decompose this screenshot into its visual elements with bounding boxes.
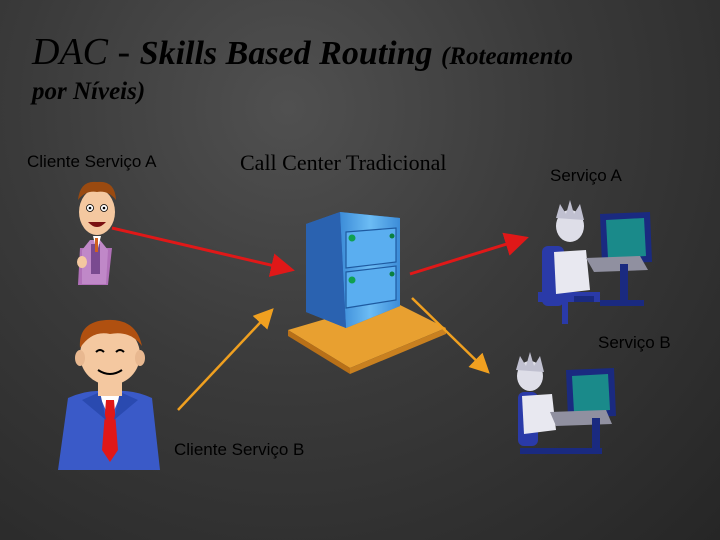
agent-b-computer-icon bbox=[516, 352, 616, 454]
client-a-figure-icon bbox=[77, 181, 116, 285]
slide-title: DAC - Skills Based Routing (Roteamento p… bbox=[32, 30, 702, 106]
label-service-b: Serviço B bbox=[598, 333, 671, 352]
label-traditional-call-center: Call Center Tradicional bbox=[240, 150, 447, 175]
label-client-service-a: Cliente Serviço A bbox=[27, 152, 157, 171]
arrow-client-a-to-center bbox=[111, 226, 295, 277]
title-part-2: Skills Based Routing bbox=[139, 35, 442, 72]
client-b-figure-icon bbox=[58, 319, 160, 470]
arrow-client-b-to-center bbox=[177, 308, 274, 411]
title-part-3: (Roteamento bbox=[441, 43, 573, 70]
label-service-a: Serviço A bbox=[550, 166, 622, 185]
title-line-1: DAC - Skills Based Routing (Roteamento bbox=[32, 30, 702, 74]
title-line-2: por Níveis) bbox=[32, 78, 146, 105]
arrow-center-to-service-a bbox=[409, 232, 529, 276]
label-client-service-b: Cliente Serviço B bbox=[174, 440, 305, 459]
arrow-center-to-service-b bbox=[411, 297, 490, 374]
title-part-1: DAC - bbox=[32, 31, 140, 73]
agent-a-computer-icon bbox=[538, 200, 652, 324]
call-center-server-icon bbox=[288, 212, 446, 374]
